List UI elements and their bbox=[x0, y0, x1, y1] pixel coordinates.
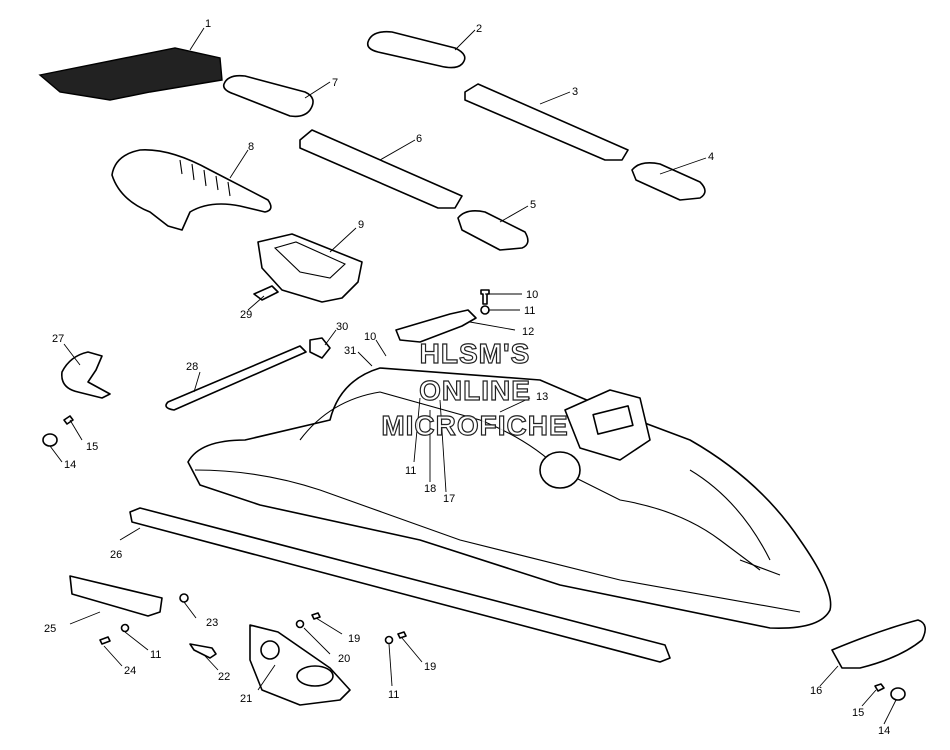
part-9-bin bbox=[257, 233, 363, 303]
callout-24: 24 bbox=[124, 665, 136, 677]
part-30-plug bbox=[309, 337, 331, 359]
hull-deck-line bbox=[194, 469, 801, 613]
callout-11a: 11 bbox=[524, 305, 535, 317]
callout-19b: 19 bbox=[424, 661, 436, 673]
part-16-bow bbox=[831, 619, 926, 669]
callout-3: 3 bbox=[572, 86, 578, 98]
callout-26: 26 bbox=[110, 549, 122, 561]
callout-16: 16 bbox=[810, 685, 822, 697]
part-21-grille bbox=[296, 665, 334, 687]
part-29-clip bbox=[253, 285, 279, 301]
hull-vent bbox=[539, 451, 581, 489]
callout-2: 2 bbox=[476, 23, 482, 35]
callout-14b: 14 bbox=[878, 725, 890, 737]
part-15-screw-2 bbox=[874, 683, 885, 692]
callout-9: 9 bbox=[358, 219, 364, 231]
part-8-ribs bbox=[179, 159, 231, 197]
part-22-pin bbox=[189, 643, 217, 659]
part-19-screw bbox=[311, 612, 321, 620]
callout-30: 30 bbox=[336, 321, 348, 333]
part-11-washer bbox=[480, 305, 490, 315]
callout-28: 28 bbox=[186, 361, 198, 373]
callout-12: 12 bbox=[522, 326, 534, 338]
part-21-port bbox=[260, 640, 280, 660]
part-5-pad bbox=[457, 210, 529, 251]
callout-10a: 10 bbox=[526, 289, 538, 301]
part-24-screw bbox=[99, 636, 111, 645]
callout-10b: 10 bbox=[364, 331, 376, 343]
callout-20: 20 bbox=[338, 653, 350, 665]
part-12-bracket bbox=[395, 309, 477, 343]
callout-8: 8 bbox=[248, 141, 254, 153]
leader-lines bbox=[49, 27, 897, 725]
part-4-pad bbox=[631, 162, 706, 201]
part-3-strip bbox=[464, 83, 629, 161]
callout-25: 25 bbox=[44, 623, 56, 635]
callout-11c: 11 bbox=[150, 649, 161, 661]
part-26-rail bbox=[129, 507, 671, 663]
callout-22: 22 bbox=[218, 671, 230, 683]
callout-11b: 11 bbox=[405, 465, 416, 477]
part-7-pad bbox=[222, 74, 314, 118]
part-2-pad bbox=[366, 30, 466, 69]
part-20-grommet bbox=[295, 619, 305, 629]
callout-5: 5 bbox=[530, 199, 536, 211]
part-27-bracket bbox=[61, 351, 111, 399]
part-11-washer-2 bbox=[120, 623, 130, 633]
part-15-screw bbox=[63, 415, 74, 425]
part-8-handle bbox=[111, 149, 272, 231]
callout-18: 18 bbox=[424, 483, 436, 495]
part-23-bolt bbox=[179, 593, 189, 603]
part-6-strip bbox=[299, 129, 463, 209]
part-9-bin-inner bbox=[273, 241, 346, 279]
hull-body bbox=[187, 367, 832, 629]
callout-14a: 14 bbox=[64, 459, 76, 471]
callout-27: 27 bbox=[52, 333, 64, 345]
callout-1: 1 bbox=[205, 18, 211, 30]
part-19-screw-2 bbox=[397, 631, 407, 639]
hull-nose bbox=[689, 469, 781, 576]
callout-numbers: 1 2 7 3 4 6 5 8 9 29 10 11 12 30 10 31 2… bbox=[44, 18, 890, 737]
hull-display bbox=[592, 405, 634, 435]
callout-4: 4 bbox=[708, 151, 714, 163]
part-28-rod bbox=[165, 345, 307, 411]
watermark-line-2: ONLINE bbox=[419, 374, 531, 406]
callout-7: 7 bbox=[332, 77, 338, 89]
part-1-mat bbox=[38, 47, 223, 101]
callout-23: 23 bbox=[206, 617, 218, 629]
callout-6: 6 bbox=[416, 133, 422, 145]
callout-19a: 19 bbox=[348, 633, 360, 645]
callout-15b: 15 bbox=[852, 707, 864, 719]
part-25-trim bbox=[69, 575, 163, 617]
callout-13: 13 bbox=[536, 391, 548, 403]
callout-21: 21 bbox=[240, 693, 252, 705]
callout-11d: 11 bbox=[388, 689, 399, 701]
callout-29: 29 bbox=[240, 309, 252, 321]
callout-31: 31 bbox=[344, 345, 356, 357]
watermark-line-1: HLSM'S bbox=[419, 337, 531, 369]
watermark-line-3: MICROFICHE bbox=[381, 409, 569, 441]
part-11-washer-3 bbox=[384, 635, 394, 645]
hull-seat bbox=[299, 391, 761, 571]
part-21-cover bbox=[249, 624, 351, 706]
part-10-bolt bbox=[480, 289, 490, 305]
callout-17: 17 bbox=[443, 493, 455, 505]
part-14-cap-2 bbox=[890, 687, 906, 701]
callout-15a: 15 bbox=[86, 441, 98, 453]
